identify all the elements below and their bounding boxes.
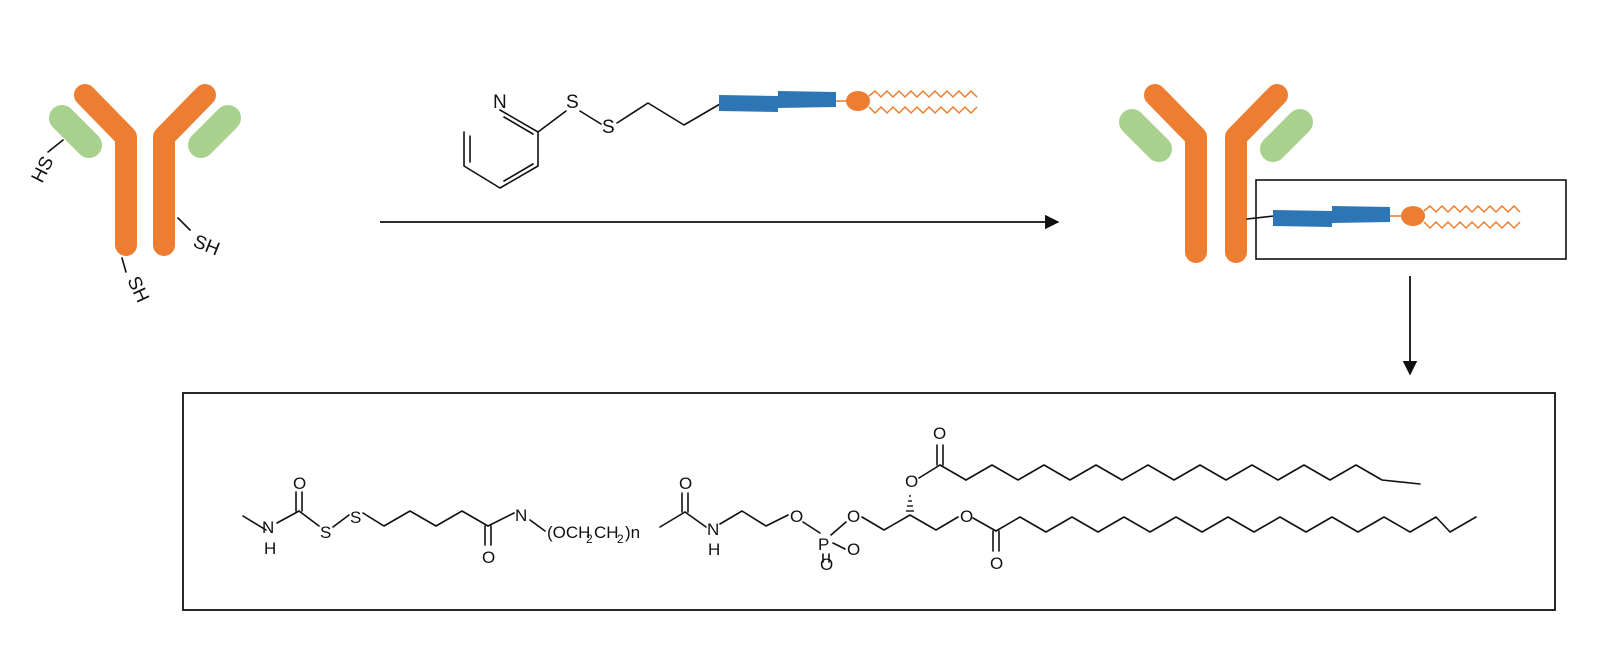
upper-acyl-chain [965, 464, 1421, 485]
thiol-label-3: SH [122, 273, 152, 306]
carbonyl-o-1: O [293, 474, 306, 493]
phosphate-o-right: O [847, 507, 860, 526]
ester-carbonyl-o-lower: O [990, 554, 1003, 573]
linker-structure-box [182, 392, 1556, 611]
conjugate-highlight-box [1255, 179, 1567, 260]
amide-n: N [515, 506, 527, 525]
lipid-tail-2 [868, 105, 978, 115]
nh1-n: N [262, 518, 274, 537]
conjugate-heavy-chain-left [1144, 84, 1207, 263]
lipid-headgroup [846, 91, 870, 111]
light-chain-right [188, 105, 241, 158]
peg-close: )n [625, 523, 640, 542]
phosphorus: P [818, 535, 829, 554]
amide-carbonyl-o: O [482, 548, 495, 567]
nh2-n: N [707, 520, 719, 539]
pyridine-n: N [493, 92, 507, 113]
sulfur-2: S [350, 508, 361, 527]
pdp-lipid-reagent: N S S [463, 89, 978, 189]
ester-carbonyl-o-upper: O [933, 424, 946, 443]
nh2-h: H [708, 540, 720, 559]
phosphate-o-down: O [820, 555, 833, 574]
phosphate-o-minus: O [847, 540, 860, 559]
disulfide-s1: S [566, 92, 579, 113]
heavy-chain-right [153, 84, 216, 256]
conjugate-lipid-headgroup [1401, 206, 1425, 226]
thiol-label-1: HS [28, 153, 59, 186]
nh1-h: H [264, 539, 276, 558]
conjugate-heavy-chain-right [1225, 84, 1288, 263]
light-chain-left [49, 105, 102, 158]
heavy-chain-left [74, 84, 137, 256]
lower-acyl-chain [995, 516, 1477, 533]
antibody-left: HS SH SH [28, 84, 241, 306]
ester-o-upper: O [905, 472, 918, 491]
conjugate-lipid-tail-1 [1423, 204, 1521, 214]
antibody-conjugate [1119, 84, 1567, 263]
peg-mid: CH [594, 523, 619, 542]
peg-sub-2: 2 [617, 532, 624, 546]
glycerol-o: O [960, 507, 973, 526]
ether-o: O [790, 507, 803, 526]
linker-chemical-structure: N H O S S O N (OCH 2 CH 2 )n O N H O [242, 424, 1477, 574]
conjugate-light-chain-left [1119, 109, 1172, 162]
pyridine-ring [463, 109, 539, 189]
peg-sub-1: 2 [586, 532, 593, 546]
lipid-tail-1 [868, 89, 978, 99]
sulfur-1: S [320, 523, 331, 542]
thiol-label-2: SH [190, 231, 222, 260]
conjugate-peg-block [1273, 206, 1390, 227]
peg-linker-block [719, 91, 836, 112]
peg-open: (OCH [547, 523, 590, 542]
carbonyl-o-2: O [679, 474, 692, 493]
conjugate-light-chain-right [1260, 109, 1313, 162]
disulfide-s2: S [602, 117, 615, 138]
conjugate-lipid-tail-2 [1423, 220, 1521, 230]
